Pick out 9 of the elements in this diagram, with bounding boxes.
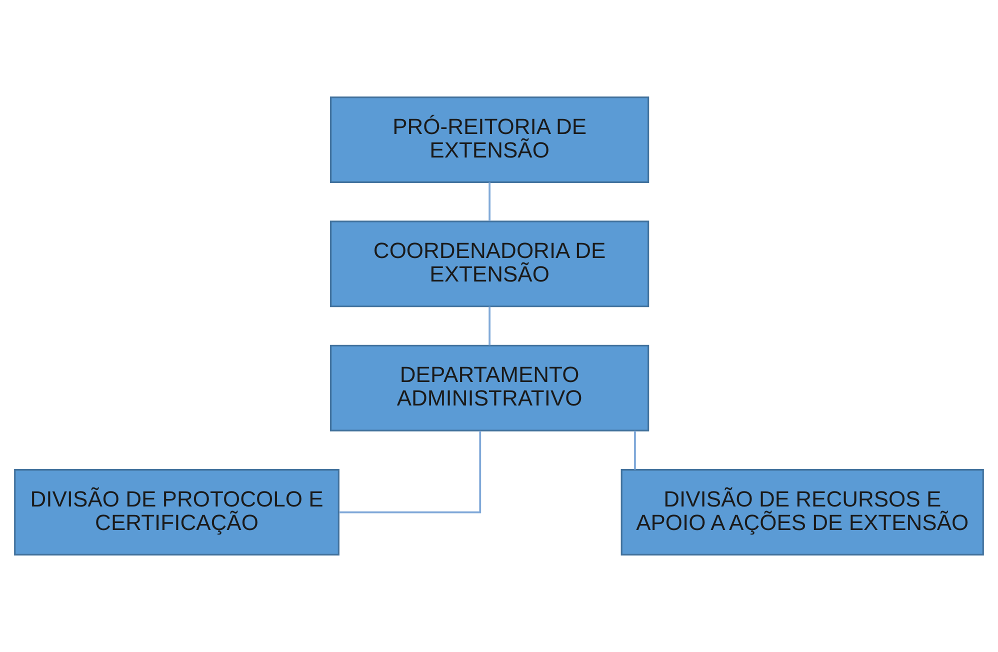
node-box: DIVISÃO DE PROTOCOLO E CERTIFICAÇÃO <box>14 469 340 556</box>
connector <box>634 430 636 470</box>
connector <box>488 182 491 222</box>
connector <box>488 306 491 346</box>
node-box: PRÓ-REITORIA DE EXTENSÃO <box>330 96 650 183</box>
node-box: DEPARTAMENTO ADMINISTRATIVO <box>330 344 650 432</box>
node-box: DIVISÃO DE RECURSOS E APOIO A AÇÕES DE EXTENSÃO <box>620 469 984 556</box>
connector <box>339 430 482 514</box>
node-box: COORDENADORIA DE EXTENSÃO <box>330 220 650 308</box>
